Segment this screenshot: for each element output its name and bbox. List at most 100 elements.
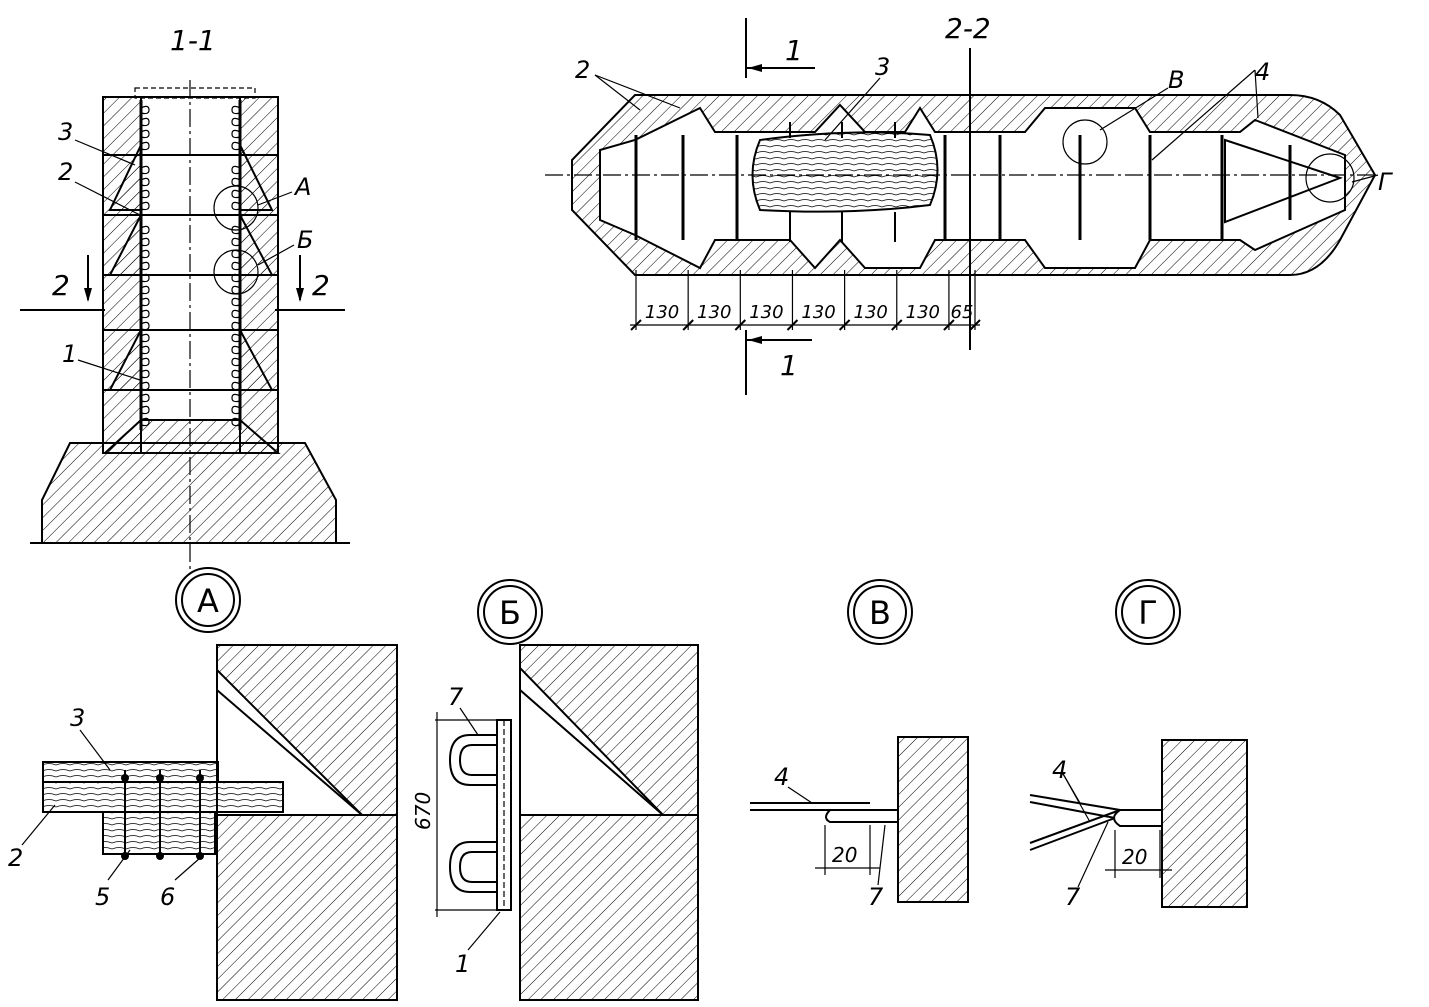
callout-7-detailB: 7	[448, 683, 464, 711]
dim-label: 130	[749, 302, 783, 323]
spring-loop	[231, 369, 241, 379]
spring-loop	[140, 201, 150, 211]
dim-tick	[943, 319, 955, 331]
spring-loop	[231, 273, 241, 283]
callout-4-detailG: 4	[1052, 756, 1067, 784]
column-springs	[140, 105, 241, 427]
spring-loop	[140, 333, 150, 343]
spring-loop	[231, 345, 241, 355]
spring-loop	[140, 405, 150, 415]
spring-loop	[231, 357, 241, 367]
dim-label: 130	[906, 302, 940, 323]
callout-G-plan: Г	[1378, 168, 1393, 196]
dim-tick	[630, 319, 642, 331]
dim-label: 130	[697, 302, 731, 323]
detail-A: 3 2 5 6	[8, 644, 398, 1001]
svg-text:А: А	[197, 582, 219, 620]
spring-loop	[140, 381, 150, 391]
spring-loop	[140, 393, 150, 403]
detail-label-V: В	[847, 579, 913, 645]
callout-6-detailA: 6	[160, 883, 175, 911]
foundation	[41, 442, 337, 544]
spring-loop	[140, 129, 150, 139]
detail-B: 670 7 1	[411, 644, 699, 1001]
spring-loop	[231, 165, 241, 175]
callout-V-plan: В	[1168, 66, 1184, 94]
callout-3-sec11: 3	[58, 118, 73, 146]
cut-1-bottom-label: 1	[780, 349, 798, 382]
spring-loop	[231, 129, 241, 139]
svg-text:Б: Б	[499, 594, 521, 632]
spring-loop	[140, 345, 150, 355]
spring-loop	[140, 417, 150, 427]
spring-loop	[140, 273, 150, 283]
spring-loop	[140, 237, 150, 247]
callout-4-plan: 4	[1255, 58, 1270, 86]
dim-tick	[891, 319, 903, 331]
spring-loop	[140, 357, 150, 367]
spring-loop	[231, 297, 241, 307]
svg-text:В: В	[869, 594, 891, 632]
spring-loop	[140, 105, 150, 115]
spring-loop	[140, 177, 150, 187]
spring-loop	[231, 105, 241, 115]
spring-loop	[231, 117, 241, 127]
detail-V: 20 4 7	[750, 736, 969, 911]
spring-loop	[140, 141, 150, 151]
callout-2-detailA: 2	[8, 844, 23, 872]
spring-loop	[231, 393, 241, 403]
cut-2-right-label: 2	[312, 269, 330, 302]
detail-label-B: Б	[477, 579, 543, 645]
callout-3-detailA: 3	[70, 704, 85, 732]
spring-loop	[231, 309, 241, 319]
dim-tick	[969, 319, 981, 331]
spring-loop	[231, 201, 241, 211]
section-title-2-2: 2-2	[945, 12, 991, 45]
spring-loop	[140, 189, 150, 199]
spring-loop	[140, 165, 150, 175]
spring-loop	[140, 225, 150, 235]
dim-670: 670	[411, 792, 435, 830]
callout-A-sec11: А	[293, 173, 311, 201]
dim-tick	[786, 319, 799, 331]
spring-loop	[140, 309, 150, 319]
spring-loop	[231, 321, 241, 331]
spring-loop	[231, 333, 241, 343]
spring-loop	[231, 237, 241, 247]
callout-7-detailV: 7	[868, 883, 884, 911]
svg-text:Г: Г	[1138, 594, 1158, 632]
spring-loop	[231, 405, 241, 415]
callout-B-sec11: Б	[297, 226, 313, 254]
callout-1-sec11: 1	[62, 340, 77, 368]
cut-2-left-label: 2	[52, 269, 70, 302]
cut-1-top-label: 1	[785, 34, 803, 67]
spring-loop	[140, 297, 150, 307]
plan-posts	[634, 122, 1224, 242]
spring-loop	[140, 285, 150, 295]
spring-loop	[231, 141, 241, 151]
dim-tick	[734, 319, 747, 331]
spring-loop	[140, 261, 150, 271]
callout-7-detailG: 7	[1065, 883, 1081, 911]
spring-loop	[140, 369, 150, 379]
dim-tick	[682, 319, 694, 331]
section-1-1: 1-1	[20, 24, 350, 570]
callout-1-detailB: 1	[455, 950, 470, 978]
spring-loop	[231, 189, 241, 199]
spring-loop	[231, 261, 241, 271]
dim-label: 130	[801, 302, 835, 323]
dim-20-V: 20	[832, 843, 857, 867]
callout-2-sec11: 2	[58, 158, 73, 186]
plan-dimension-ticks	[630, 270, 981, 331]
spring-loop	[140, 117, 150, 127]
detail-label-A: А	[175, 567, 241, 633]
detail-label-G: Г	[1115, 579, 1181, 645]
spring-loop	[231, 417, 241, 427]
dim-label: 130	[645, 302, 679, 323]
dim-20-G: 20	[1122, 845, 1147, 869]
dim-label: 65	[951, 302, 974, 323]
callout-2-plan: 2	[575, 56, 590, 84]
callout-5-detailA: 5	[95, 883, 110, 911]
